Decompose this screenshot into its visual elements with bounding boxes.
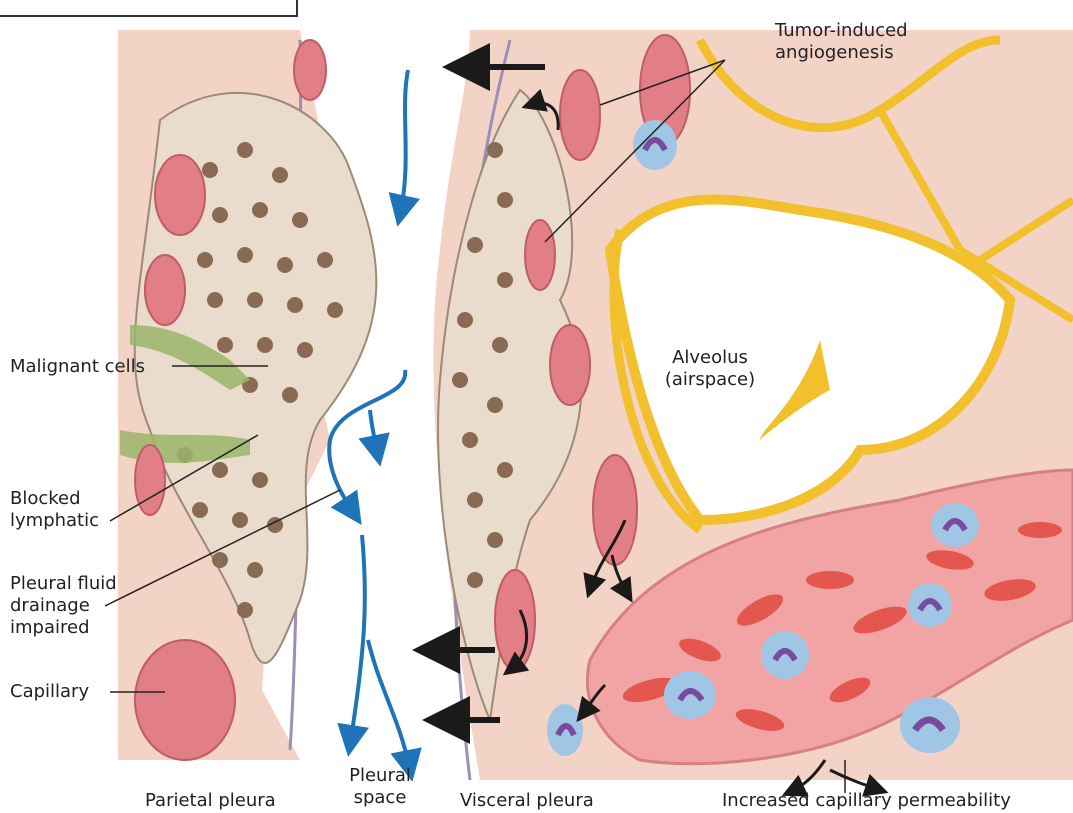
label-visceral-pleura: Visceral pleura [460, 790, 594, 812]
label-pleural-space: Pleural space [335, 765, 425, 809]
label-parietal-pleura: Parietal pleura [145, 790, 276, 812]
label-malignant-cells: Malignant cells [10, 356, 145, 378]
label-pleural-fluid-drainage: Pleural fluid drainage impaired [10, 573, 117, 639]
label-increased-permeability: Increased capillary permeability [722, 790, 1011, 812]
label-capillary: Capillary [10, 681, 89, 703]
label-alveolus: Alveolus (airspace) [645, 347, 775, 391]
label-tumor-angiogenesis: Tumor-induced angiogenesis [775, 20, 908, 64]
label-blocked-lymphatic: Blocked lymphatic [10, 488, 99, 532]
